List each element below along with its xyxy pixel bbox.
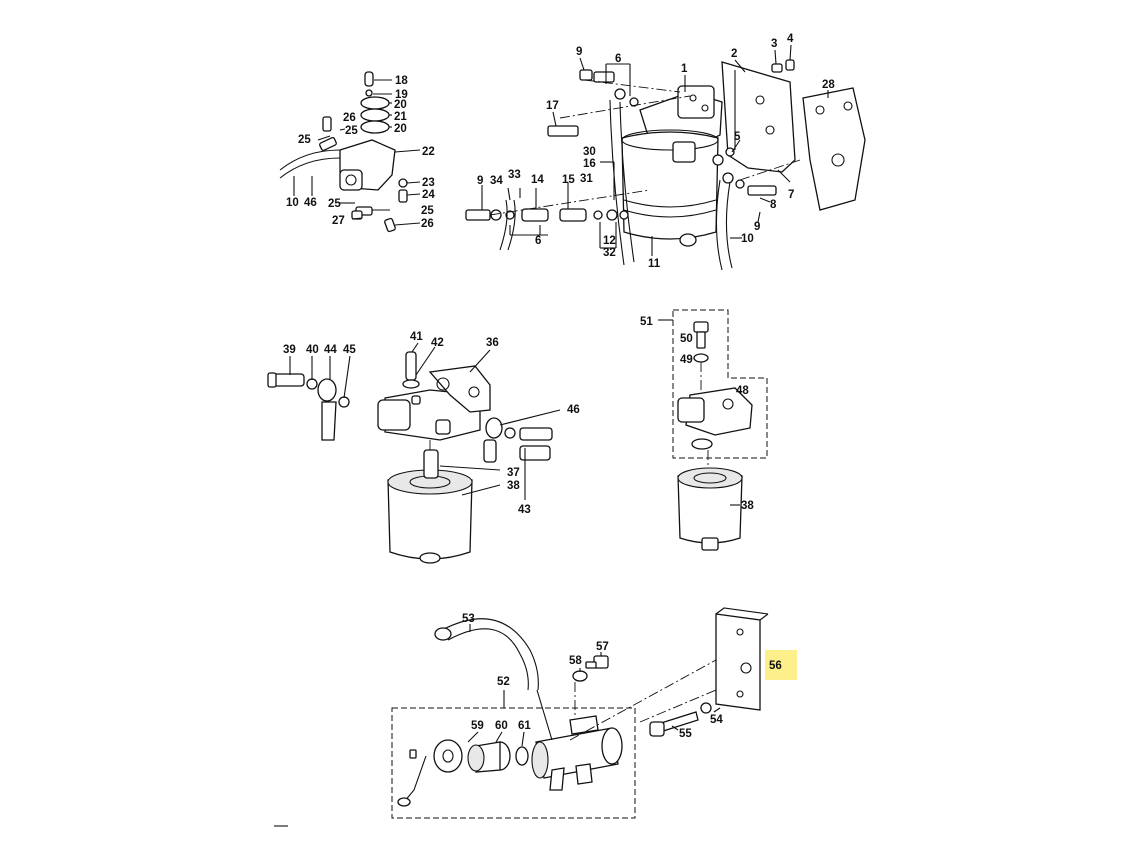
label-5: 5 — [734, 131, 741, 143]
label-25-d: 25 — [421, 205, 434, 217]
label-32: 32 — [603, 247, 616, 259]
label-28: 28 — [822, 79, 835, 91]
label-4: 4 — [787, 33, 794, 45]
label-6-b: 6 — [535, 235, 541, 247]
label-18: 18 — [395, 75, 408, 87]
label-46-b: 46 — [567, 404, 580, 416]
label-55: 55 — [679, 728, 692, 740]
label-16: 16 — [583, 158, 596, 170]
label-9: 9 — [576, 46, 582, 58]
label-27: 27 — [332, 215, 345, 227]
top-left-assembly — [279, 71, 421, 233]
label-34: 34 — [490, 175, 503, 187]
bottom-assembly — [274, 607, 797, 827]
highlight-56 — [765, 650, 797, 680]
top-right-assembly — [465, 44, 866, 271]
label-20: 20 — [394, 99, 407, 111]
label-52: 52 — [497, 676, 510, 688]
label-7: 7 — [788, 189, 794, 201]
label-21: 21 — [394, 111, 407, 123]
label-12: 12 — [603, 235, 616, 247]
label-51: 51 — [640, 316, 653, 328]
label-17: 17 — [546, 100, 559, 112]
label-61: 61 — [518, 720, 531, 732]
label-25-b: 25 — [298, 134, 311, 146]
middle-right-assembly — [658, 309, 768, 551]
label-14: 14 — [531, 174, 544, 186]
label-43: 43 — [518, 504, 531, 516]
label-53: 53 — [462, 613, 475, 625]
label-6: 6 — [615, 53, 621, 65]
label-36: 36 — [486, 337, 499, 349]
label-1: 1 — [681, 63, 688, 75]
label-30: 30 — [583, 146, 596, 158]
label-48: 48 — [736, 385, 749, 397]
label-40: 40 — [306, 344, 319, 356]
label-22: 22 — [422, 146, 435, 158]
label-59: 59 — [471, 720, 484, 732]
label-38: 38 — [507, 480, 520, 492]
label-46: 46 — [304, 197, 317, 209]
label-39: 39 — [283, 344, 296, 356]
label-23: 23 — [422, 177, 435, 189]
label-49: 49 — [680, 354, 693, 366]
label-25-c: 25 — [328, 198, 341, 210]
label-19: 19 — [395, 89, 408, 101]
label-60: 60 — [495, 720, 508, 732]
label-38-b: 38 — [741, 500, 754, 512]
label-8: 8 — [770, 199, 777, 211]
label-26: 26 — [343, 112, 356, 124]
label-42: 42 — [431, 337, 444, 349]
label-10-b: 10 — [741, 233, 754, 245]
middle-left-assembly — [267, 342, 561, 564]
label-50: 50 — [680, 333, 693, 345]
label-2: 2 — [731, 48, 737, 60]
label-56: 56 — [769, 660, 782, 672]
label-37: 37 — [507, 467, 520, 479]
label-11: 11 — [648, 258, 661, 270]
label-31: 31 — [580, 173, 593, 185]
label-33: 33 — [508, 169, 521, 181]
label-25: 25 — [345, 125, 358, 137]
label-44: 44 — [324, 344, 337, 356]
label-54: 54 — [710, 714, 723, 726]
label-3: 3 — [771, 38, 777, 50]
label-26-b: 26 — [421, 218, 434, 230]
label-24: 24 — [422, 189, 435, 201]
label-9-c: 9 — [754, 221, 760, 233]
label-20-b: 20 — [394, 123, 407, 135]
label-9-b: 9 — [477, 175, 483, 187]
label-41: 41 — [410, 331, 423, 343]
label-58: 58 — [569, 655, 582, 667]
label-57: 57 — [596, 641, 609, 653]
label-15: 15 — [562, 174, 575, 186]
part-labels: 18 19 20 21 20 26 25 25 22 23 24 10 46 2… — [283, 33, 835, 740]
label-45: 45 — [343, 344, 356, 356]
label-10: 10 — [286, 197, 299, 209]
